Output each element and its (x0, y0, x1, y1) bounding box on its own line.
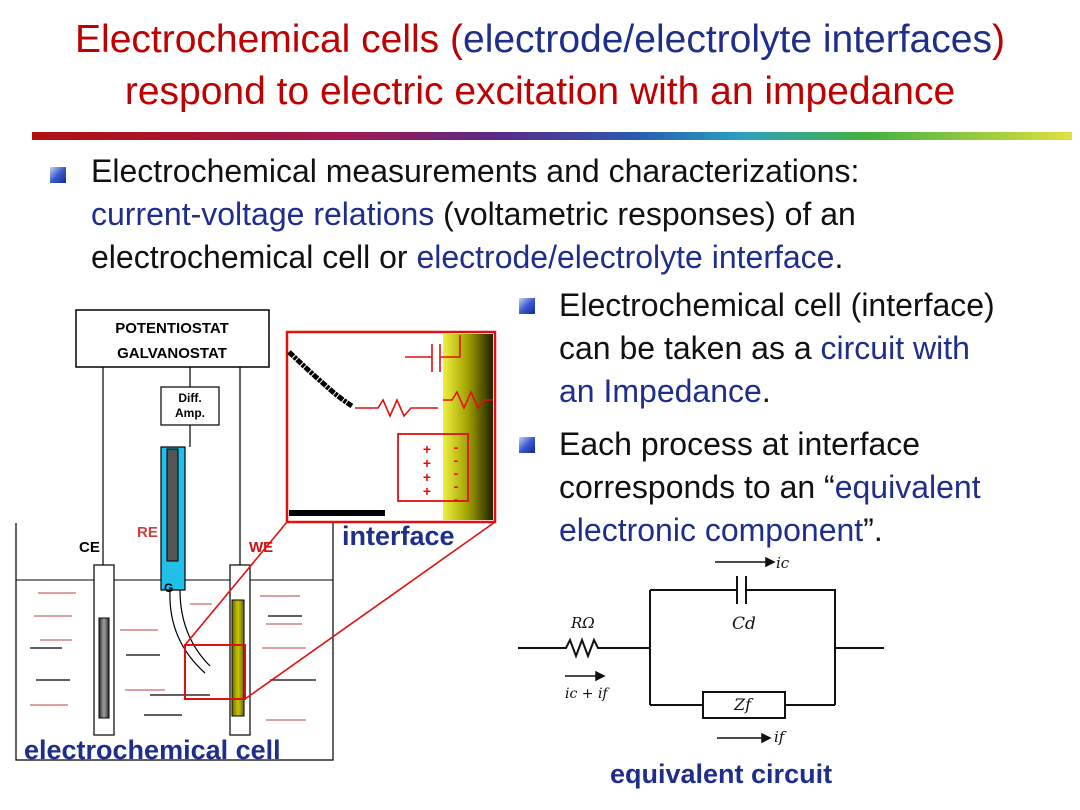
charge-separation-box (397, 433, 469, 502)
bullet-icon (519, 298, 535, 314)
luggin-capillary (179, 589, 211, 667)
interface-resistor (443, 390, 493, 410)
bullet-3-line: Each process at interface (559, 426, 921, 462)
diff-amp-label: Amp. (175, 406, 205, 420)
bullet-2-text-part: can be taken as a (559, 330, 821, 366)
impedance-zf (702, 691, 786, 719)
potentiostat-label: POTENTIOSTAT (115, 320, 229, 337)
minus-charge: - (454, 452, 459, 468)
g-label: G (164, 581, 173, 595)
bullet-1-text: Electrochemical measurements and charact… (91, 150, 859, 279)
if-label: if (774, 728, 787, 746)
ic-label: ic (776, 554, 790, 572)
bullet-2-highlight: circuit with (820, 330, 970, 366)
bullet-1-line: Electrochemical measurements and charact… (91, 153, 860, 189)
bullet-1-line: current-voltage relations (voltametric r… (91, 193, 859, 236)
electrolyte-hatching (30, 592, 306, 721)
resistor-r-omega (518, 637, 650, 659)
title-part: Electrochemical cells ( (75, 18, 463, 61)
electrolyte-hatching (30, 615, 316, 716)
zoom-source-box (184, 644, 246, 700)
bullet-1-highlight: current-voltage relations (91, 196, 435, 232)
minus-charge: - (454, 478, 459, 494)
bullet-1-text-part: (voltametric responses) of an (434, 196, 856, 232)
interface-capacitor (405, 335, 461, 372)
equivalent-circuit (518, 576, 884, 719)
diffuse-layer-curve (287, 350, 354, 409)
minus-charge: - (454, 439, 459, 455)
ic-plus-if-label: ic + if (565, 686, 610, 702)
gradient-divider (32, 132, 1072, 140)
title-line-1: Electrochemical cells (electrode/electro… (0, 14, 1080, 66)
current-arrows (565, 556, 776, 744)
bullet-3-line: corresponds to an “equivalent (559, 466, 981, 509)
interface-zoom: + + + + - - - - - (285, 330, 497, 524)
zoom-indicator (184, 521, 496, 700)
cell-caption: electrochemical cell (24, 735, 281, 765)
bullet-3-text: Each process at interface corresponds to… (559, 423, 981, 552)
circuit-wires (649, 589, 884, 705)
title-line-2: respond to electric excitation with an i… (124, 70, 956, 113)
bullet-icon (50, 167, 66, 183)
interface-baseline (289, 510, 385, 516)
luggin-capillary (169, 589, 206, 674)
minus-charge: - (454, 491, 459, 507)
zoom-line (184, 521, 288, 646)
bullet-1-highlight: electrode/electrolyte interface (416, 239, 835, 275)
page-title: Electrochemical cells (electrode/electro… (0, 14, 1080, 118)
beaker (15, 523, 334, 761)
bullet-2-text-part: . (761, 373, 771, 409)
plus-charge: + (423, 455, 431, 471)
potentiostat-box (75, 309, 270, 368)
interface-resistor (355, 398, 438, 418)
title-part: ) (991, 18, 1005, 61)
bullet-3-highlight: electronic component (559, 512, 864, 548)
bullet-2-line: can be taken as a circuit with (559, 327, 995, 370)
diff-amp-label: Diff. (178, 391, 201, 405)
plus-charge: + (423, 441, 431, 457)
counter-electrode (98, 617, 110, 719)
bullet-1-text-part: electrochemical cell or (91, 239, 417, 275)
capacitor-cd (736, 576, 747, 604)
diff-amp-box (160, 386, 220, 426)
plus-charge: + (423, 469, 431, 485)
bullet-2-line: an Impedance. (559, 370, 995, 413)
reference-electrode-core (166, 448, 179, 562)
bullet-icon (519, 437, 535, 453)
bullet-2-text: Electrochemical cell (interface) can be … (559, 284, 995, 413)
bullet-3-line: electronic component”. (559, 509, 981, 552)
circuit-caption: equivalent circuit (610, 759, 833, 789)
bullet-3-text-part: corresponds to an “ (559, 469, 835, 505)
bullet-3-text-part: ”. (863, 512, 883, 548)
bullet-3-highlight: equivalent (834, 469, 981, 505)
zoom-line (244, 521, 496, 700)
minus-charge: - (454, 465, 459, 481)
we-label: WE (249, 539, 273, 556)
plus-charge: + (423, 483, 431, 499)
ce-label: CE (79, 539, 100, 556)
electrochemical-cell: POTENTIOSTAT GALVANOSTAT Diff. Amp. (15, 309, 334, 761)
r-omega-label: RΩ (570, 614, 595, 632)
bullet-2-line: Electrochemical cell (interface) (559, 287, 995, 323)
title-highlight: electrode/electrolyte interfaces (463, 18, 992, 61)
bullet-1-line: electrochemical cell or electrode/electr… (91, 236, 859, 279)
zf-label: Zf (733, 695, 754, 714)
re-label: RE (137, 524, 158, 541)
galvanostat-label: GALVANOSTAT (117, 345, 227, 362)
bullet-1-text-part: . (834, 239, 844, 275)
bullet-2-highlight: an Impedance (559, 373, 762, 409)
interface-caption: interface (342, 521, 455, 551)
cd-label: Cd (732, 614, 756, 634)
